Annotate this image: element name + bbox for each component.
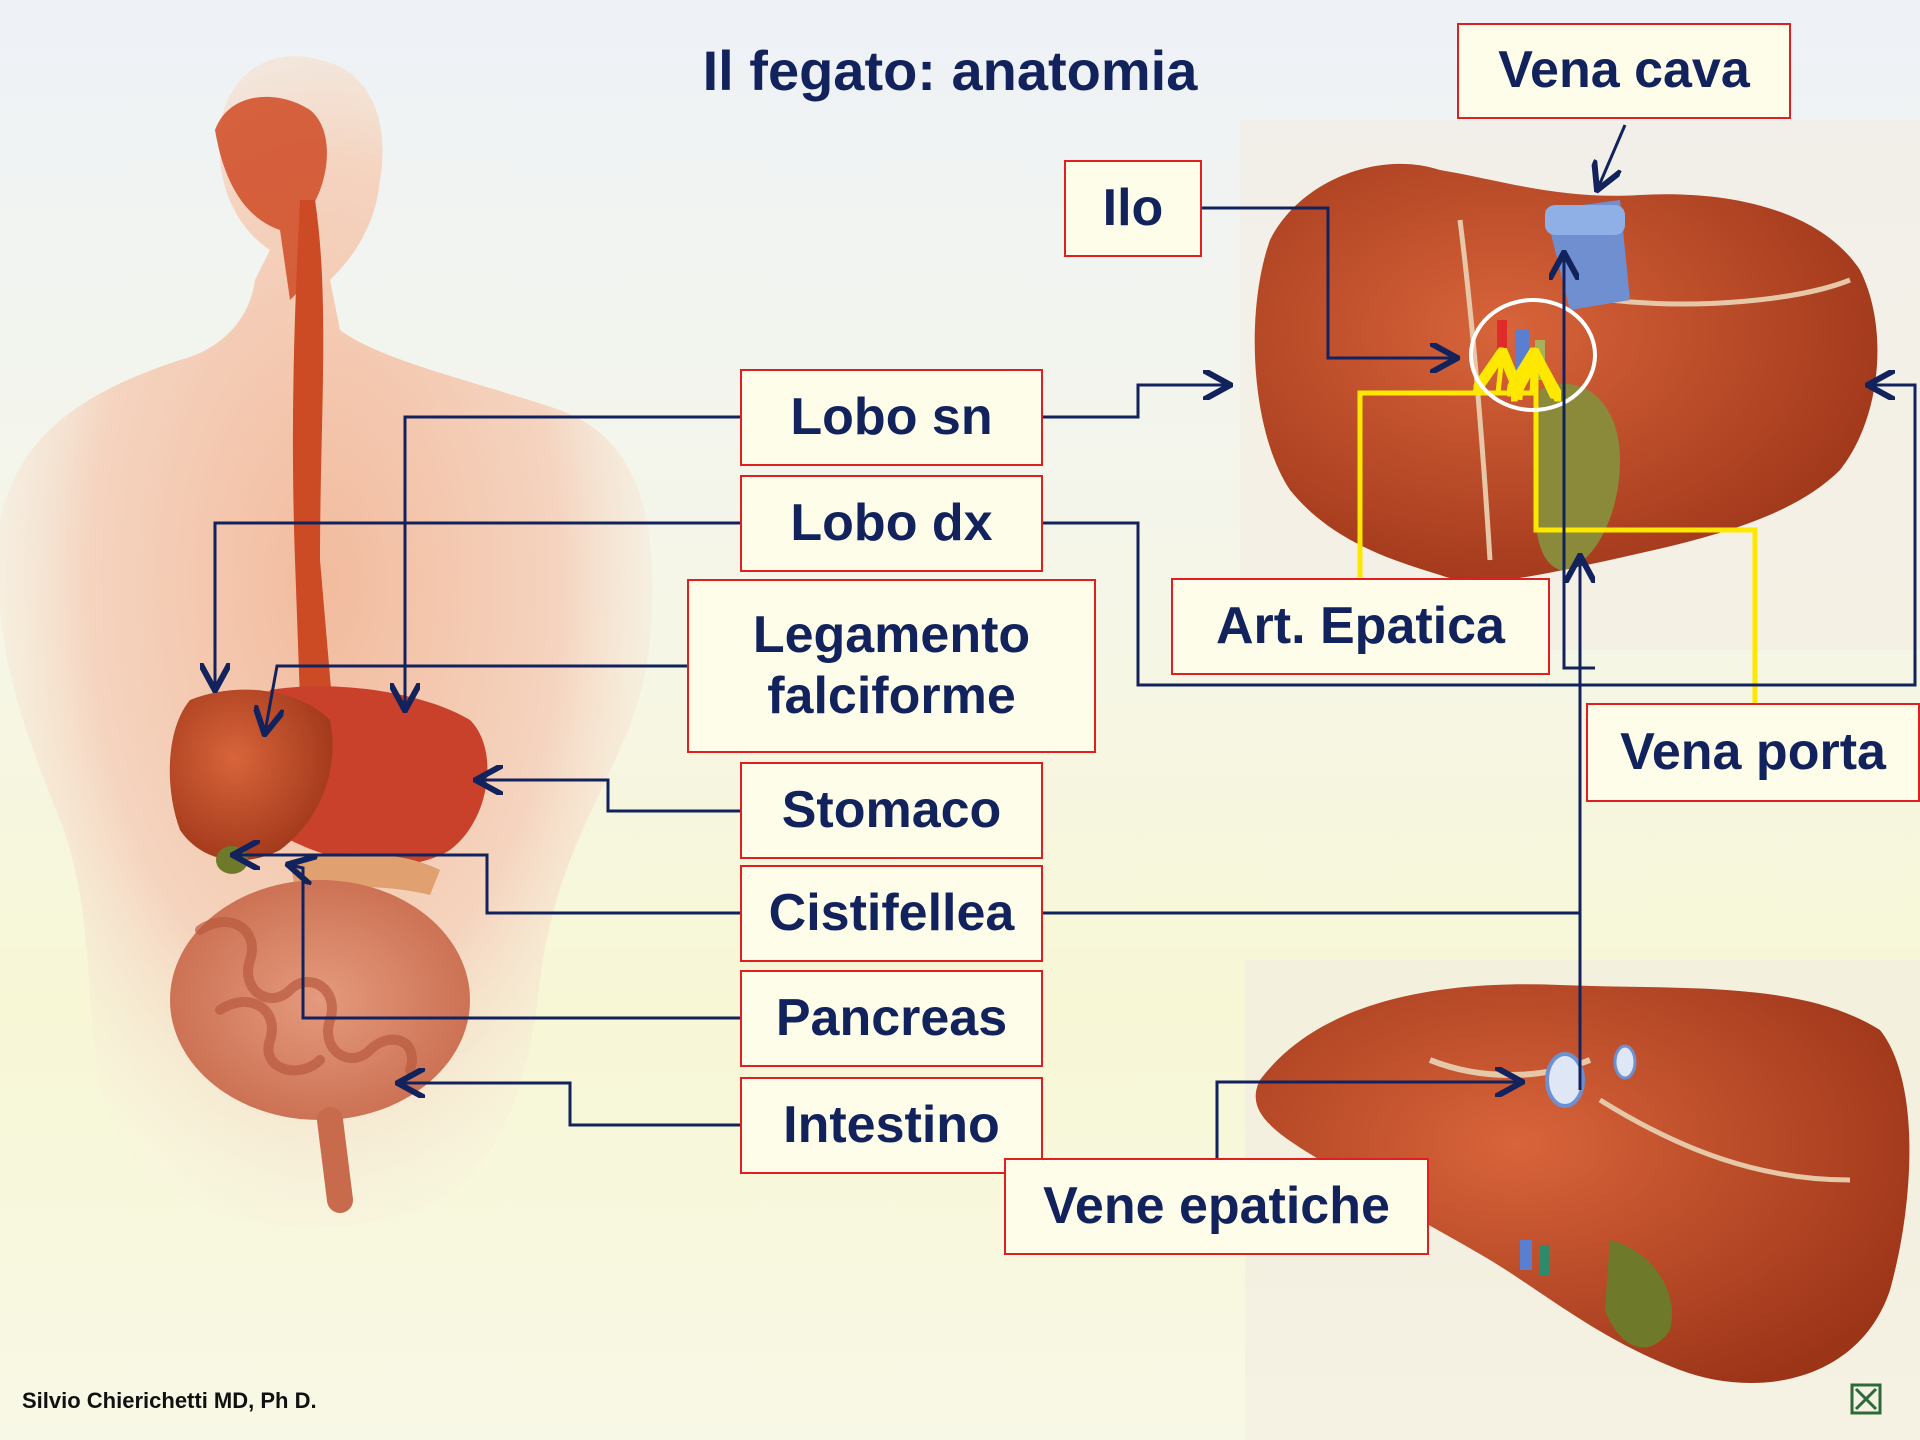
label-stomaco: Stomaco [740,762,1043,859]
label-vena-cava: Vena cava [1457,23,1791,119]
lobo-sn-connector-right [1043,385,1228,417]
label-ilo: Ilo [1064,160,1202,257]
label-vene-epatiche: Vene epatiche [1004,1158,1429,1255]
label-lobo-sn: Lobo sn [740,369,1043,466]
label-art-epatica: Art. Epatica [1171,578,1550,675]
label-pancreas: Pancreas [740,970,1043,1067]
label-intestino: Intestino [740,1077,1043,1174]
label-legamento-falciforme: Legamento falciforme [687,579,1096,753]
label-legamento-line2: falciforme [767,666,1016,727]
label-legamento-line1: Legamento [753,605,1030,666]
page-title: Il fegato: anatomia [650,38,1250,103]
label-cistifellea: Cistifellea [740,865,1043,962]
label-lobo-dx: Lobo dx [740,475,1043,572]
author-footer: Silvio Chierichetti MD, Ph D. [22,1388,317,1414]
label-vena-porta: Vena porta [1586,703,1920,802]
